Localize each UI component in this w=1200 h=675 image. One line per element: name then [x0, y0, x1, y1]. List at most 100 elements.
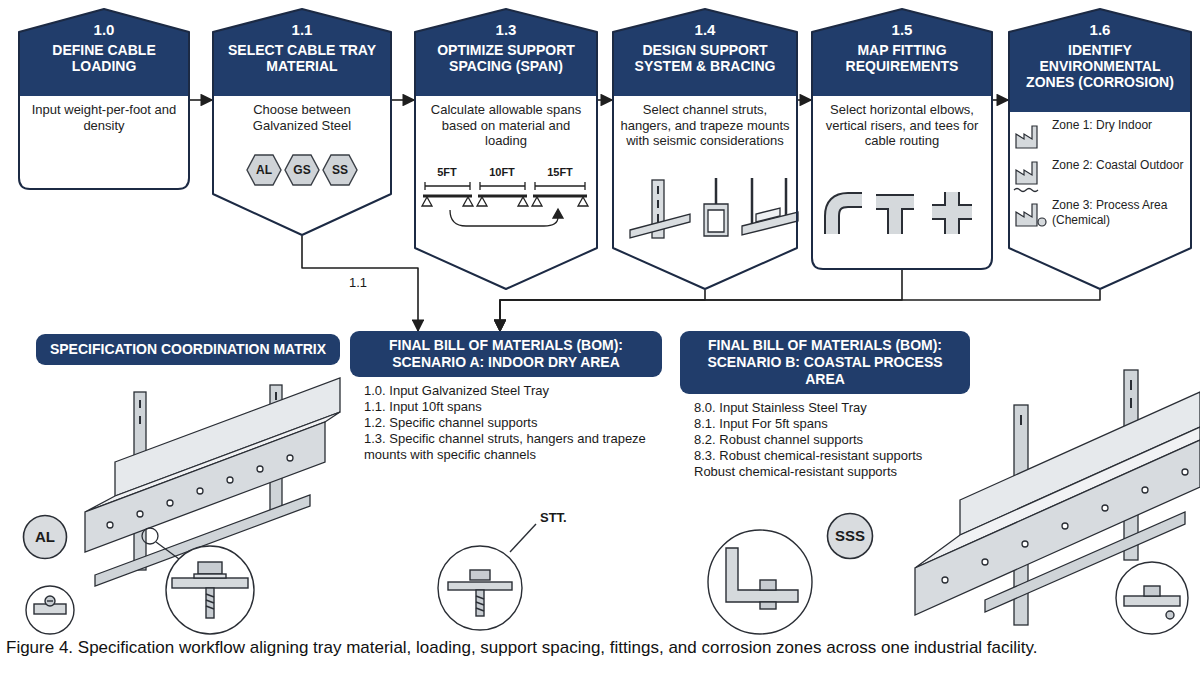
span-diagram	[518, 197, 528, 206]
badge-text: SS	[322, 154, 358, 186]
detail-callouts-left	[510, 524, 536, 552]
detail-callouts-right	[1144, 586, 1160, 596]
step-number: 1.0	[26, 21, 182, 39]
badge-text: AL	[246, 154, 282, 186]
support-icons	[756, 208, 780, 222]
step-description: Select horizontal elbows, vertical riser…	[819, 102, 985, 149]
tray-illustration-left	[142, 528, 158, 544]
material-badge: SS	[322, 154, 358, 186]
detail-callouts-left	[206, 594, 214, 609]
tray-illustration-left	[107, 522, 113, 528]
tray-illustration-left	[197, 488, 203, 494]
badge-hexagon	[285, 155, 319, 185]
step-header-fill	[19, 9, 189, 96]
zone-icons	[1016, 162, 1037, 184]
process-step: 1.4DESIGN SUPPORT SYSTEM & BRACINGSelect…	[612, 8, 798, 290]
detail-callouts-left	[470, 570, 490, 580]
material-callout: AL	[22, 514, 68, 560]
fitting-icons	[832, 200, 862, 234]
step-body: Input weight-per-foot and density	[18, 96, 190, 139]
step-header: 1.3OPTIMIZE SUPPORT SPACING (SPAN)	[414, 8, 598, 96]
material-badge: AL	[246, 154, 282, 186]
detail-callouts-left	[26, 524, 536, 634]
span-dimension: 15FT	[547, 166, 573, 178]
detail-callouts-right	[1166, 611, 1174, 619]
bom-item: 1.0. Input Galvanized Steel Tray	[350, 383, 662, 399]
span-dimension: 5FT	[437, 166, 457, 178]
flow-arrow	[993, 99, 1008, 101]
badge-text: GS	[284, 154, 320, 186]
process-step: 1.1SELECT CABLE TRAY MATERIALChoose betw…	[212, 8, 392, 236]
step-header: 1.0DEFINE CABLE LOADING	[18, 8, 190, 96]
bom-item: 8.2. Robust channel supports	[680, 432, 970, 448]
tray-illustration-right	[1142, 487, 1148, 493]
bom-item: 8.0. Input Stainless Steel Tray	[680, 400, 970, 416]
tray-illustration-left	[167, 500, 173, 506]
material-callout: SSS	[826, 512, 874, 560]
detail-callouts-left	[166, 546, 254, 634]
step-header-fill	[415, 9, 597, 96]
flow-arrow	[798, 99, 811, 101]
span-diagram	[578, 197, 588, 206]
step-title: OPTIMIZE SUPPORT SPACING (SPAN)	[422, 42, 590, 74]
process-step: 1.5MAP FITTING REQUIREMENTSSelect horizo…	[811, 8, 993, 270]
flow-arrow	[598, 99, 612, 101]
bom-list: 1.0. Input Galvanized Steel Tray1.1. Inp…	[350, 377, 662, 463]
detail-callouts-left	[198, 562, 222, 574]
zone-icons	[1016, 126, 1037, 148]
step-title: DESIGN SUPPORT SYSTEM & BRACING	[620, 42, 790, 74]
step-header: 1.4DESIGN SUPPORT SYSTEM & BRACING	[612, 8, 798, 96]
tray-illustration-left	[287, 455, 293, 461]
bom-item: 1.3. Specific channel struts, hangers an…	[350, 431, 662, 463]
span-diagram	[450, 210, 558, 226]
detail-callouts-right	[1116, 562, 1188, 634]
detail-callouts-right	[1124, 596, 1180, 606]
tray-illustration-right	[1021, 380, 1131, 425]
detail-callouts-right	[726, 548, 798, 602]
bom-item: 1.2. Specific channel supports	[350, 415, 662, 431]
step-border	[213, 9, 391, 235]
flow-arrow	[500, 290, 705, 331]
detail-callouts-left	[448, 582, 512, 590]
process-step: 1.3OPTIMIZE SUPPORT SPACING (SPAN) Calcul…	[414, 8, 598, 290]
step-description: Calculate allowable spans based on mater…	[422, 102, 590, 149]
detail-callouts-left	[45, 596, 55, 606]
detail-callouts-right	[760, 580, 776, 590]
flow-arrow	[190, 99, 212, 101]
bom-item: 8.3. Robust chemical-resistant supports …	[680, 448, 970, 480]
step-header: 1.1SELECT CABLE TRAY MATERIAL	[212, 8, 392, 96]
span-diagram	[532, 197, 542, 206]
process-step: 1.0DEFINE CABLE LOADINGInput weight-per-…	[18, 8, 190, 190]
span-diagram	[553, 209, 563, 218]
step-border	[415, 9, 597, 289]
zone-item: Zone 3: Process Area (Chemical)	[1016, 198, 1184, 238]
zone-item: Zone 1: Dry Indoor	[1016, 118, 1184, 158]
step-header-fill	[213, 9, 391, 96]
bom-panel: FINAL BILL OF MATERIALS (BOM): SCENARIO …	[350, 331, 662, 463]
detail-callouts-left	[476, 590, 484, 616]
step-title: IDENTIFY ENVIRONMENTAL ZONES (CORROSION)	[1016, 42, 1184, 90]
zone-icons	[1014, 126, 1046, 226]
support-icons	[630, 214, 690, 238]
step-header-fill	[613, 9, 797, 96]
span-diagram	[477, 197, 487, 206]
step-title: SELECT CABLE TRAY MATERIAL	[220, 42, 384, 74]
tray-illustration-left	[227, 477, 233, 483]
bom-list: 8.0. Input Stainless Steel Tray8.1. Inpu…	[680, 394, 970, 480]
material-badge: GS	[284, 154, 320, 186]
fitting-icons	[832, 192, 972, 234]
step-border	[1009, 9, 1191, 289]
tray-illustration-right	[915, 440, 1200, 615]
support-icons	[630, 178, 798, 238]
step-body: Calculate allowable spans based on mater…	[414, 96, 598, 155]
step-number: 1.4	[620, 21, 790, 39]
detail-callouts-left	[476, 596, 484, 611]
support-icons	[704, 204, 728, 236]
support-icons	[708, 210, 724, 232]
step-number: 1.3	[422, 21, 590, 39]
step-body: Choose between Galvanized Steel	[212, 96, 392, 139]
step-number: 1.1	[220, 21, 384, 39]
badge-hexagon	[247, 155, 281, 185]
step-body: Zone 1: Dry IndoorZone 2: Coastal Outdoo…	[1008, 112, 1192, 244]
